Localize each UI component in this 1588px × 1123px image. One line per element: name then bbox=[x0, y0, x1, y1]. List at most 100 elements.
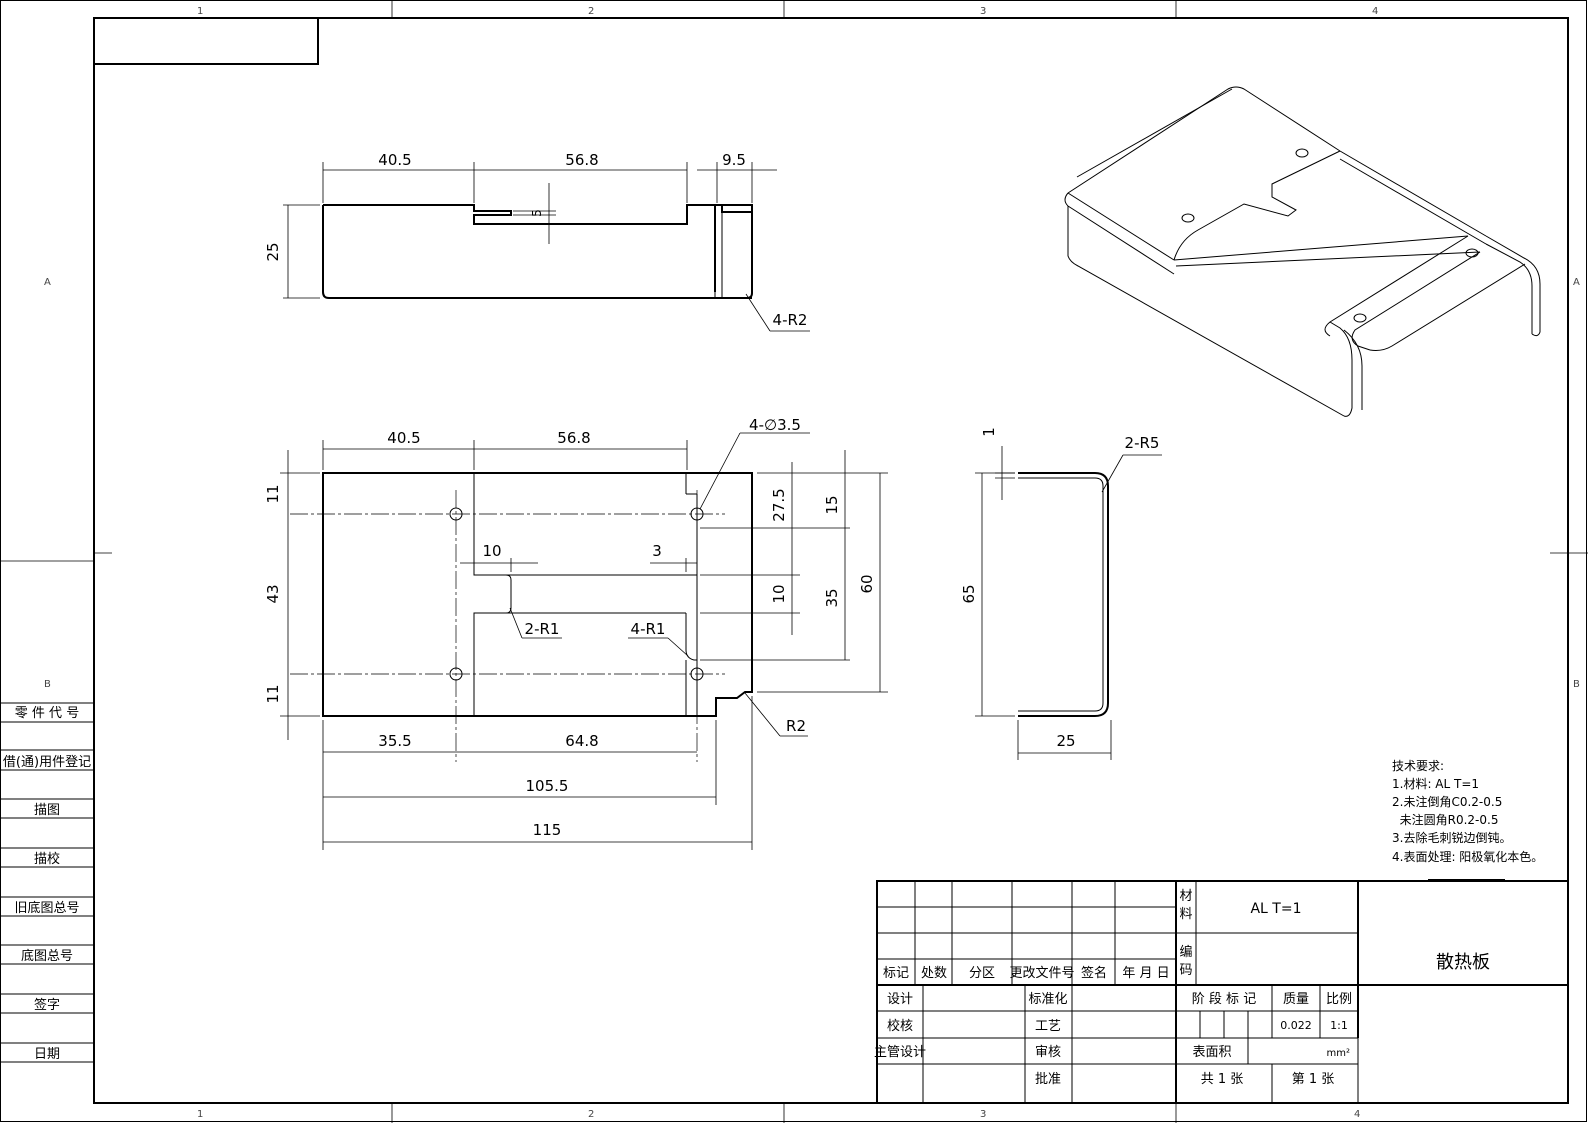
scale-value: 1:1 bbox=[1330, 1019, 1348, 1032]
dim-top-56-8: 56.8 bbox=[557, 429, 590, 447]
dim-section-2-r5: 2-R5 bbox=[1125, 434, 1160, 452]
dim-top-hole-dia: 4-∅3.5 bbox=[749, 416, 801, 434]
dim-front-25: 25 bbox=[264, 242, 282, 261]
dim-top-r2: R2 bbox=[786, 717, 806, 735]
rev-header-zone: 分区 bbox=[969, 966, 995, 981]
stage-label: 阶 段 标 记 bbox=[1192, 992, 1256, 1007]
dim-top-43: 43 bbox=[264, 584, 282, 603]
dim-top-15: 15 bbox=[823, 495, 841, 514]
dim-top-115: 115 bbox=[533, 821, 562, 839]
sign-chief: 主管设计 bbox=[874, 1045, 926, 1060]
dim-section-65: 65 bbox=[960, 584, 978, 603]
zone-left-a: A bbox=[44, 277, 51, 288]
side-label-base: 底图总号 bbox=[21, 948, 73, 964]
sign-design: 设计 bbox=[887, 992, 913, 1007]
dim-top-64-8: 64.8 bbox=[565, 732, 598, 750]
dim-top-11-lower: 11 bbox=[264, 684, 282, 703]
sheet-number: 第 1 张 bbox=[1292, 1072, 1335, 1087]
material-label-1: 材 bbox=[1179, 889, 1192, 904]
side-label-trace-check: 描校 bbox=[34, 851, 60, 867]
code-label-1: 编 bbox=[1179, 945, 1192, 960]
side-table: 零 件 代 号 借(通)用件登记 描图 描校 旧底图总号 底图总号 签字 日期 bbox=[0, 702, 94, 1063]
side-label-date: 日期 bbox=[34, 1047, 60, 1062]
zone-bottom-3: 3 bbox=[980, 1109, 986, 1120]
rev-header-mark: 标记 bbox=[883, 966, 909, 981]
sign-review: 审核 bbox=[1035, 1045, 1061, 1060]
rev-header-count: 处数 bbox=[921, 966, 947, 981]
zone-top-2: 2 bbox=[588, 6, 594, 17]
dim-top-105-5: 105.5 bbox=[526, 777, 569, 795]
dim-top-4-r1: 4-R1 bbox=[631, 620, 666, 638]
area-unit: mm² bbox=[1327, 1048, 1351, 1059]
part-name: 散热板 bbox=[1436, 952, 1490, 973]
title-block: 标记 处数 分区 更改文件号 签名 年 月 日 设计 校核 主管设计 标准化 工… bbox=[874, 880, 1569, 1104]
code-label-2: 码 bbox=[1179, 963, 1192, 978]
dim-top-2-r1: 2-R1 bbox=[525, 620, 560, 638]
zone-left-b: B bbox=[44, 679, 51, 690]
dim-top-11-upper: 11 bbox=[264, 484, 282, 503]
tech-item-4: 4.表面处理: 阳极氧化本色。 bbox=[1392, 850, 1543, 864]
dim-top-35-5: 35.5 bbox=[378, 732, 411, 750]
rev-header-sign: 签名 bbox=[1081, 965, 1107, 981]
zone-top-4: 4 bbox=[1372, 6, 1378, 17]
dim-top-27-5: 27.5 bbox=[770, 488, 788, 521]
isometric-view bbox=[1064, 86, 1541, 417]
zone-bottom-4: 4 bbox=[1354, 1109, 1360, 1120]
iso-hole-3 bbox=[1465, 248, 1479, 258]
sign-process: 工艺 bbox=[1035, 1019, 1061, 1034]
dim-top-35: 35 bbox=[823, 588, 841, 607]
dim-front-slot-5: 5 bbox=[530, 209, 544, 217]
scale-label: 比例 bbox=[1326, 992, 1352, 1007]
mass-label: 质量 bbox=[1283, 992, 1309, 1007]
side-label-borrowed: 借(通)用件登记 bbox=[3, 755, 91, 770]
dim-front-9-5: 9.5 bbox=[722, 151, 746, 169]
material-label-2: 料 bbox=[1179, 907, 1192, 922]
zone-right-b: B bbox=[1573, 679, 1580, 690]
tech-item-2b: 未注圆角R0.2-0.5 bbox=[1392, 812, 1498, 827]
tech-requirements: 技术要求: 1.材料: AL T=1 2.未注倒角C0.2-0.5 未注圆角R0… bbox=[1392, 759, 1543, 881]
tech-item-2: 2.未注倒角C0.2-0.5 bbox=[1392, 794, 1502, 809]
tech-title: 技术要求: bbox=[1392, 759, 1444, 773]
tech-item-1: 1.材料: AL T=1 bbox=[1392, 777, 1479, 791]
sign-check: 校核 bbox=[887, 1018, 913, 1034]
dim-front-56-8: 56.8 bbox=[565, 151, 598, 169]
dim-top-60: 60 bbox=[858, 574, 876, 593]
dim-front-4-r2: 4-R2 bbox=[773, 311, 808, 329]
dim-top-10-inner: 10 bbox=[482, 542, 501, 560]
material-value: AL T=1 bbox=[1250, 901, 1301, 917]
iso-hole-2 bbox=[1295, 148, 1309, 158]
zone-bottom-2: 2 bbox=[588, 1109, 594, 1120]
area-label: 表面积 bbox=[1192, 1045, 1231, 1060]
side-label-part-code: 零 件 代 号 bbox=[15, 706, 79, 721]
dim-top-3: 3 bbox=[652, 542, 662, 560]
sheets-total: 共 1 张 bbox=[1201, 1072, 1244, 1087]
side-label-signature: 签字 bbox=[34, 997, 60, 1013]
sign-approve: 批准 bbox=[1035, 1072, 1061, 1087]
dim-front-40-5: 40.5 bbox=[378, 151, 411, 169]
iso-hole-4 bbox=[1353, 313, 1367, 323]
side-label-traced: 描图 bbox=[34, 803, 60, 818]
dim-top-40-5: 40.5 bbox=[387, 429, 420, 447]
side-label-old-base: 旧底图总号 bbox=[14, 900, 79, 916]
zone-right-a: A bbox=[1573, 277, 1580, 288]
iso-hole-1 bbox=[1181, 213, 1195, 223]
zone-bottom-1: 1 bbox=[197, 1109, 203, 1120]
rev-header-doc: 更改文件号 bbox=[1009, 966, 1074, 981]
sign-standard: 标准化 bbox=[1028, 992, 1067, 1007]
rev-header-date: 年 月 日 bbox=[1122, 966, 1169, 981]
dim-top-10-right: 10 bbox=[770, 584, 788, 603]
dim-section-1: 1 bbox=[980, 427, 998, 437]
section-view: 1 2-R5 65 25 bbox=[960, 427, 1162, 760]
top-view: 40.5 56.8 4-∅3.5 11 43 11 27.5 15 10 35 … bbox=[264, 416, 888, 850]
zone-top-3: 3 bbox=[980, 6, 986, 17]
mass-value: 0.022 bbox=[1280, 1019, 1312, 1032]
front-view: 40.5 56.8 9.5 25 5 4-R2 bbox=[264, 151, 810, 332]
zone-top-1: 1 bbox=[197, 6, 203, 17]
inner-border bbox=[93, 17, 1569, 1104]
dim-section-25: 25 bbox=[1056, 732, 1075, 750]
tech-item-3: 3.去除毛刺锐边倒钝。 bbox=[1392, 830, 1511, 845]
code-box bbox=[93, 17, 319, 65]
